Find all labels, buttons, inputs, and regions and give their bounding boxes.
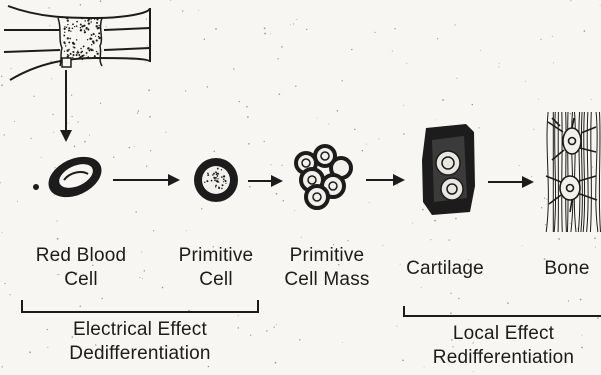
stage-label-line: Cell xyxy=(22,268,140,292)
bone-tissue-icon xyxy=(546,112,601,232)
stage-label-red-blood-cell: Red Blood Cell xyxy=(22,244,140,292)
stage-label-line: Primitive xyxy=(156,244,276,268)
stage-label-line: Cartilage xyxy=(392,257,498,281)
bone-fracture-icon xyxy=(4,6,150,80)
group-label-electrical-effect: Electrical Effect Dedifferentiation xyxy=(20,318,260,366)
stage-label-line: Cell Mass xyxy=(272,268,382,292)
stage-label-cartilage: Cartilage xyxy=(392,257,498,281)
group-label-line: Dedifferentiation xyxy=(20,342,260,366)
bracket-local-effect xyxy=(404,306,601,316)
stage-label-line: Primitive xyxy=(272,244,382,268)
stage-label-line: Bone xyxy=(536,257,598,281)
arrow-right-icon xyxy=(488,176,534,188)
primitive-cell-icon xyxy=(194,158,238,202)
arrow-down-icon xyxy=(60,70,72,142)
stage-label-line: Cell xyxy=(156,268,276,292)
red-blood-cell-icon xyxy=(33,149,108,205)
arrow-right-icon xyxy=(248,175,283,187)
stage-label-primitive-cell-mass: Primitive Cell Mass xyxy=(272,244,382,292)
group-label-local-effect: Local Effect Redifferentiation xyxy=(406,322,601,370)
stage-label-line: Red Blood xyxy=(22,244,140,268)
stage-label-primitive-cell: Primitive Cell xyxy=(156,244,276,292)
arrow-right-icon xyxy=(366,174,405,186)
group-label-line: Electrical Effect xyxy=(20,318,260,342)
group-label-line: Local Effect xyxy=(406,322,601,346)
cartilage-icon xyxy=(422,124,475,215)
bracket-electrical-effect xyxy=(22,300,258,312)
stage-label-bone: Bone xyxy=(536,257,598,281)
arrow-right-icon xyxy=(113,174,180,186)
group-label-line: Redifferentiation xyxy=(406,346,601,370)
cell-mass-icon xyxy=(296,146,351,208)
